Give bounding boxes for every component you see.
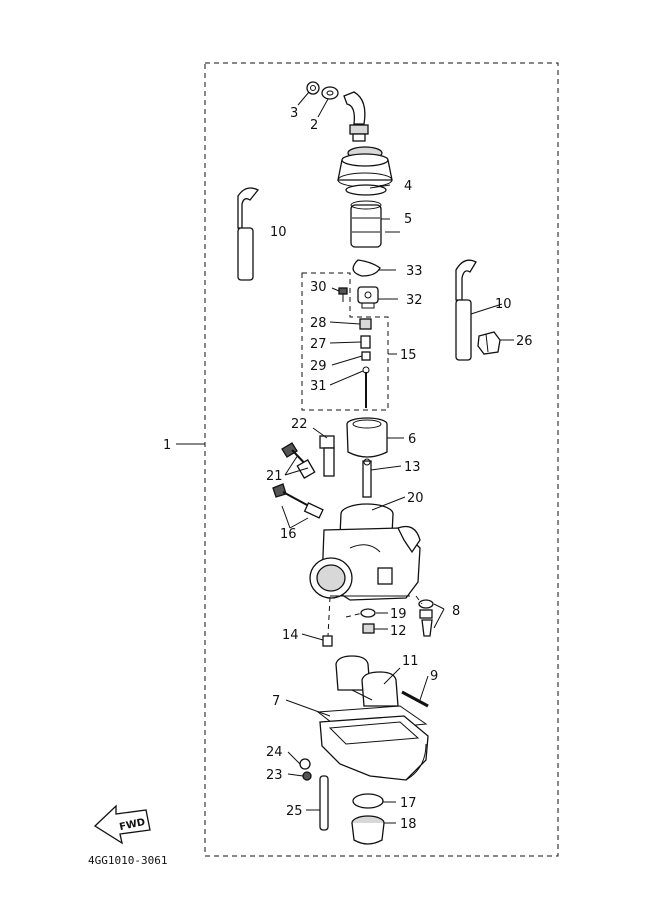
callout-10-right: 10 <box>495 297 512 312</box>
callout-3: 3 <box>290 106 298 121</box>
washer <box>321 86 339 100</box>
callout-31: 31 <box>310 379 327 394</box>
needle-subassembly-boundary <box>301 272 389 411</box>
callout-19: 19 <box>390 607 407 622</box>
needle-screw <box>338 287 348 302</box>
starter-plunger <box>319 435 335 477</box>
jet-needle <box>362 458 372 498</box>
cable-elbow <box>343 91 369 142</box>
hose-clip <box>477 331 501 355</box>
callout-18: 18 <box>400 817 417 832</box>
drain-plug <box>351 815 385 845</box>
catalog-code: 4GG1010-3061 <box>88 854 167 867</box>
needle-parts <box>359 318 372 408</box>
callout-33: 33 <box>406 264 423 279</box>
callout-12: 12 <box>390 624 407 639</box>
callout-30: 30 <box>310 280 327 295</box>
callout-9: 9 <box>430 669 438 684</box>
callout-29: 29 <box>310 359 327 374</box>
pilot-jet <box>322 635 333 647</box>
callout-labels: 1 2 3 4 5 10 10 33 30 32 28 27 29 31 15 … <box>163 106 533 832</box>
float-pin <box>401 690 429 708</box>
assembly-boundary <box>204 62 559 857</box>
callout-8: 8 <box>452 604 460 619</box>
callout-5: 5 <box>404 212 412 227</box>
float-chamber <box>319 715 429 781</box>
cap-nut <box>306 81 320 95</box>
callout-27: 27 <box>310 337 327 352</box>
float <box>335 655 399 707</box>
overflow-pipe <box>319 775 329 831</box>
fwd-arrow: FWD <box>93 804 151 845</box>
needle-holder <box>357 286 379 309</box>
callout-21: 21 <box>266 469 283 484</box>
callout-11: 11 <box>402 654 419 669</box>
drain-plug-set <box>418 599 434 637</box>
callout-14: 14 <box>282 628 299 643</box>
callout-6: 6 <box>408 432 416 447</box>
callout-25: 25 <box>286 804 303 819</box>
callout-7: 7 <box>272 694 280 709</box>
callout-10-left: 10 <box>270 225 287 240</box>
main-jet <box>362 623 375 634</box>
callout-23: 23 <box>266 768 283 783</box>
clip-ring <box>352 259 381 277</box>
callout-16: 16 <box>280 527 297 542</box>
throttle-stop-screw <box>272 483 324 519</box>
throttle-valve <box>346 417 388 458</box>
svg-text:FWD: FWD <box>118 817 146 833</box>
drain-cover <box>352 793 384 809</box>
callout-15: 15 <box>400 348 417 363</box>
callout-20: 20 <box>407 491 424 506</box>
callout-22: 22 <box>291 417 308 432</box>
callout-2: 2 <box>310 118 318 133</box>
chamber-screw-washer <box>299 758 312 781</box>
leader-lines <box>176 91 514 824</box>
hose-left <box>237 187 260 281</box>
callout-1: 1 <box>163 438 171 453</box>
callout-32: 32 <box>406 293 423 308</box>
hose-right <box>455 259 477 361</box>
valve-spring <box>350 200 382 248</box>
callout-13: 13 <box>404 460 421 475</box>
callout-28: 28 <box>310 316 327 331</box>
callout-24: 24 <box>266 745 283 760</box>
callout-4: 4 <box>404 179 412 194</box>
carburetor-body <box>309 503 421 601</box>
mixing-chamber-top <box>337 146 393 196</box>
main-jet-washer <box>360 608 376 618</box>
callout-26: 26 <box>516 334 533 349</box>
callout-17: 17 <box>400 796 417 811</box>
